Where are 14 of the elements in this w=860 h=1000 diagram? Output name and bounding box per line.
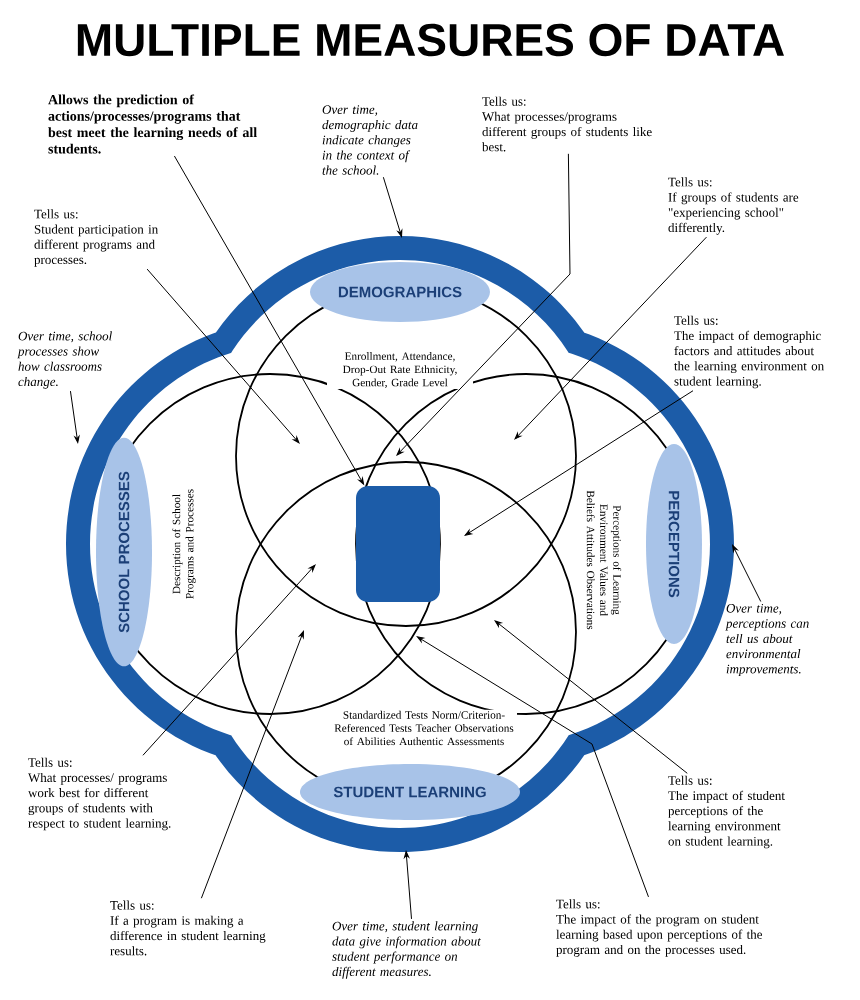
arrow — [69, 390, 80, 443]
arrow — [416, 636, 649, 898]
title: MULTIPLE MEASURES OF DATA — [77, 23, 784, 57]
arrow — [146, 268, 300, 444]
arrow — [404, 851, 412, 920]
arrow — [732, 544, 762, 602]
arrow — [382, 176, 403, 238]
center-box — [356, 486, 440, 602]
arrow — [200, 630, 304, 899]
arrow — [173, 155, 365, 485]
arrow — [396, 153, 571, 456]
arrow — [142, 564, 316, 756]
arrow — [514, 236, 707, 440]
arrow — [494, 620, 688, 774]
